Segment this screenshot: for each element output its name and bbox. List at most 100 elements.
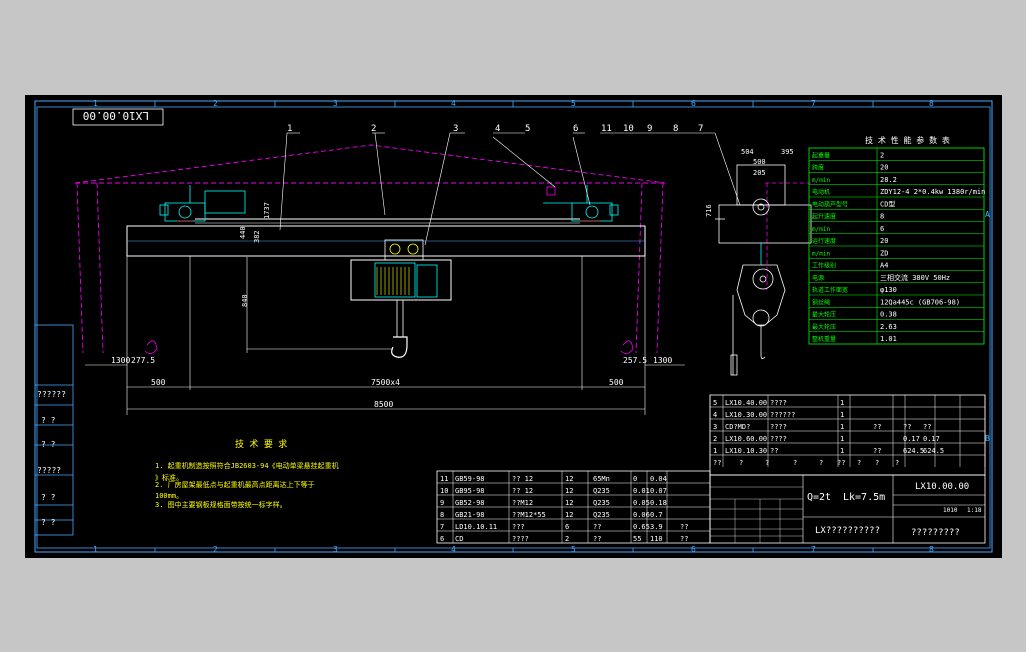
title-scale: 1:18	[967, 507, 982, 514]
parts-right-header: ??	[837, 459, 845, 467]
dim-h-440: 440	[239, 226, 247, 239]
parts-right-cell: ??	[903, 423, 911, 431]
parts-right-header: ?	[739, 459, 743, 467]
balloon: 10	[623, 124, 634, 134]
tech-param-label: 电动机	[812, 188, 830, 196]
tech-param-label: 最大轮压	[812, 311, 836, 319]
dim-left-1300: 1300	[111, 356, 130, 365]
parts-right-cell: 624.5	[923, 447, 944, 455]
parts-right-cell: 1	[840, 399, 844, 407]
dim-h-1737: 1737	[263, 202, 271, 219]
parts-right-cell: LX10.10.30	[725, 447, 767, 455]
parts-left-cell: 0.07	[650, 487, 667, 495]
parts-left-cell: 3.9	[650, 523, 663, 531]
tech-param-value: ZD	[880, 249, 888, 257]
dim-right-1300: 1300	[653, 356, 672, 365]
parts-left-cell: ??	[680, 535, 688, 543]
col-label-bottom: 7	[811, 545, 816, 554]
parts-left-cell: ??	[593, 523, 601, 531]
parts-left-cell: GB52-98	[455, 499, 485, 507]
tech-param-value: 28.2	[880, 176, 897, 184]
parts-right-header: ?	[793, 459, 797, 467]
col-label-bottom: 5	[571, 545, 576, 554]
parts-left-cell: 12	[565, 511, 573, 519]
parts-right-cell: 2	[713, 435, 717, 443]
parts-left-cell: CD	[455, 535, 463, 543]
title-weight: 1010	[943, 507, 958, 514]
tech-requirements: 技 术 要 求 1. 起重机制造按照符合JB2603-94《电动单梁悬挂起重机 …	[155, 438, 339, 509]
parts-right-cell: ??	[873, 423, 881, 431]
tech-req-line: 100mm。	[155, 492, 183, 500]
parts-left-cell: ???	[512, 523, 525, 531]
parts-left-cell: 0.18	[650, 499, 667, 507]
parts-right-header: ??	[713, 459, 721, 467]
parts-left-cell: ??M12	[512, 499, 533, 507]
parts-right-cell: ??	[770, 447, 778, 455]
dim-left-500: 500	[151, 378, 166, 387]
stamp-label: ? ?	[41, 493, 56, 502]
parts-left-cell: 7	[440, 523, 444, 531]
tech-req-line: 》标准。	[155, 473, 183, 482]
parts-right-cell: 1	[713, 447, 717, 455]
row-label: B	[985, 434, 990, 443]
tech-param-label: 整机重量	[812, 335, 836, 343]
title-name: LX??????????	[815, 526, 880, 536]
title-q: Q=2t	[807, 492, 831, 503]
parts-right-cell: ????	[770, 435, 787, 443]
col-label-bottom: 4	[451, 545, 456, 554]
balloon: 4	[495, 124, 500, 134]
parts-left-cell: GB59-98	[455, 475, 485, 483]
parts-right-header: ?	[857, 459, 861, 467]
col-label-bottom: 6	[691, 545, 696, 554]
parts-right-cell: 1	[840, 423, 844, 431]
parts-left-cell: Q235	[593, 499, 610, 507]
dim-side-395: 395	[781, 148, 794, 156]
parts-right-header: ?	[895, 459, 899, 467]
parts-left-cell: ?? 12	[512, 487, 533, 495]
col-label-bottom: 8	[929, 545, 934, 554]
parts-right-cell: 0.17	[903, 435, 920, 443]
tech-param-value: 1.01	[880, 335, 897, 343]
parts-left-cell: 55	[633, 535, 641, 543]
tech-param-value: 0.38	[880, 311, 897, 319]
tech-params-title: 技 术 性 能 参 数 表	[865, 135, 950, 145]
parts-left-cell: 0.7	[650, 511, 663, 519]
tech-param-label: 电动葫芦型号	[812, 200, 848, 208]
parts-left-cell: 6	[565, 523, 569, 531]
dim-right-257: 257.5	[623, 356, 647, 365]
tech-param-label: 轨道工作面宽	[812, 286, 848, 294]
tech-param-label: 起升速度	[812, 213, 836, 221]
dim-span-total: 8500	[374, 400, 393, 409]
electric-hoist	[350, 239, 452, 358]
tech-param-label: m/min	[812, 250, 830, 257]
col-label: 6	[691, 99, 696, 108]
parts-right-cell: 4	[713, 411, 717, 419]
parts-left-cell: ??	[593, 535, 601, 543]
parts-right-cell: ????	[770, 423, 787, 431]
parts-left-cell: Q235	[593, 487, 610, 495]
balloon: 8	[673, 124, 678, 134]
balloon: 1	[287, 124, 292, 134]
parts-right-cell: ??????	[770, 411, 795, 419]
tech-param-value: 2.63	[880, 323, 897, 331]
dim-right-500: 500	[609, 378, 624, 387]
dim-wheelbase: 7500x4	[371, 378, 400, 387]
parts-left-cell: ??	[680, 523, 688, 531]
parts-left-cell: ?? 12	[512, 475, 533, 483]
dim-h-382: 382	[253, 230, 261, 243]
parts-left-cell: 65Mn	[593, 475, 610, 483]
title-block: Q=2t Lk=7.5m LX10.00.00 LX?????????? ???…	[709, 474, 986, 544]
parts-left-cell: GB95-98	[455, 487, 485, 495]
tech-param-value: 20	[880, 164, 888, 172]
cad-drawing-canvas[interactable]: 1 2 3 4 5 6 7 8 1 2 3 4 5 6 7 8 A B	[25, 95, 1002, 558]
balloon: 11	[601, 124, 612, 134]
col-label-bottom: 1	[93, 545, 98, 554]
parts-left-cell: 12	[565, 499, 573, 507]
row-label: A	[985, 210, 990, 219]
parts-left-cell: 0.06	[633, 511, 650, 519]
col-label: 3	[333, 99, 338, 108]
parts-right-cell: ??	[873, 447, 881, 455]
tech-param-label: 起重量	[812, 151, 830, 159]
